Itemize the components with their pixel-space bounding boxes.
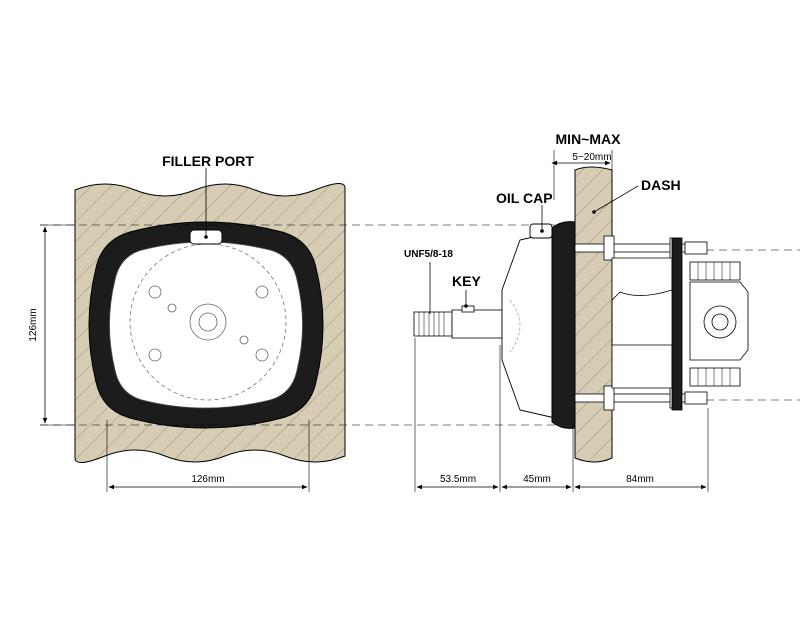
thread-label: UNF5/8-18 [404, 249, 453, 260]
oil-cap-label: OIL CAP [496, 190, 553, 206]
rear-housing [611, 257, 673, 301]
front-view: FILLER PORT 126mm 126mm [28, 153, 346, 492]
bezel-side [551, 221, 576, 429]
center-hub-outer [189, 303, 227, 341]
bolt-hole [255, 285, 269, 299]
filler-port-label: FILLER PORT [162, 153, 254, 169]
bolt-hole [148, 285, 162, 299]
shaft-thread [413, 311, 453, 337]
dash-panel-side [574, 166, 613, 463]
pump-body [501, 231, 556, 419]
key-label: KEY [452, 273, 481, 289]
rear-plate [671, 237, 683, 411]
bolt-hole [255, 348, 269, 362]
bolt-hole [148, 348, 162, 362]
shaft-length-dim: 53.5mm [440, 474, 476, 485]
shaft [451, 309, 503, 339]
hydraulic-fittings [689, 261, 749, 387]
small-hole [239, 335, 249, 345]
dash-label: DASH [641, 177, 681, 193]
face-plate [109, 241, 303, 409]
key [461, 305, 475, 313]
body-depth-dim: 45mm [523, 474, 551, 485]
center-hub-inner [198, 312, 218, 332]
front-width-dim: 126mm [191, 474, 224, 485]
rear-depth-dim: 84mm [626, 474, 654, 485]
min-max-range: 5~20mm [572, 152, 611, 163]
small-hole [167, 303, 177, 313]
front-height-dim: 126mm [28, 308, 39, 341]
min-max-label: MIN~MAX [556, 131, 622, 147]
side-view: OIL CAP DASH MIN~MAX 5~20mm UNF5/8-18 KE… [404, 131, 749, 492]
